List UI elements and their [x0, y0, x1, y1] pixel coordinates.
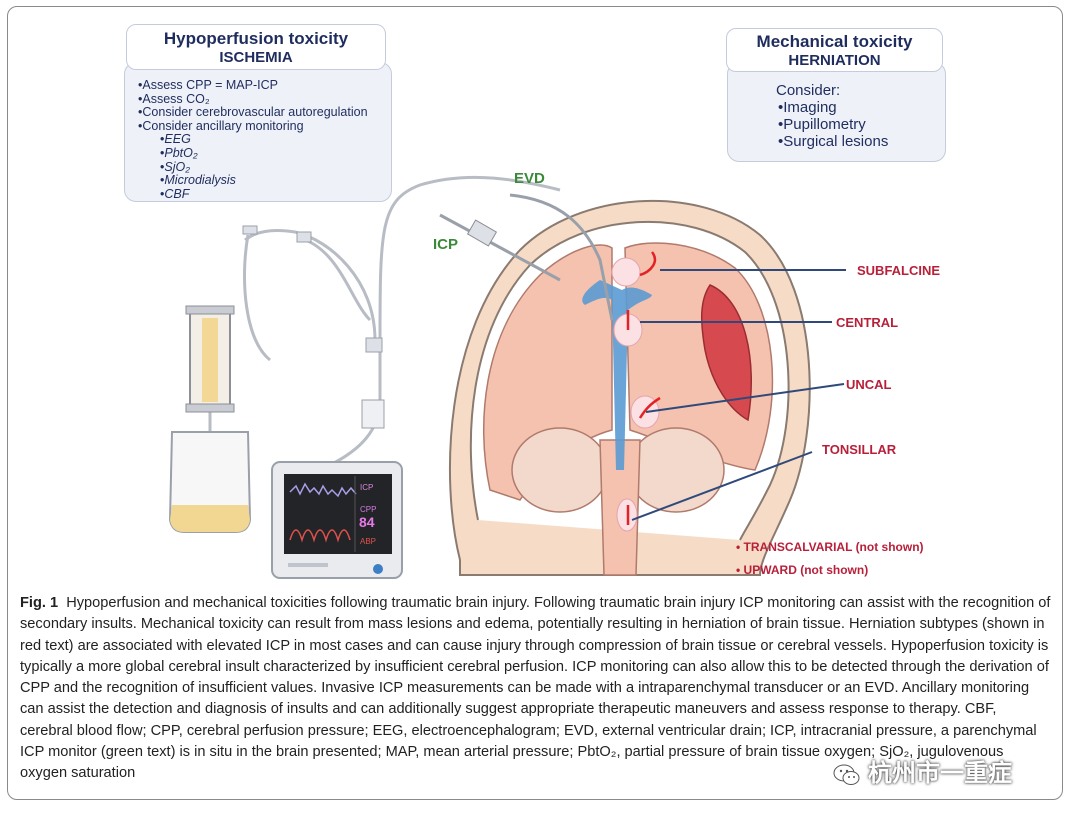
icp-probe [439, 213, 561, 282]
monitor-cpp-label: CPP [360, 505, 376, 514]
ischemia-header: Hypoperfusion toxicity ISCHEMIA [126, 24, 386, 70]
transcalvarial-note: (not shown) [855, 540, 924, 554]
monitor-icp-label: ICP [360, 483, 373, 492]
herniation-arrows [626, 251, 661, 525]
ischemia-item: Consider cerebrovascular autoregulation [138, 106, 388, 120]
ischemia-list: Assess CPP = MAP-ICP Assess CO₂ Consider… [138, 78, 388, 202]
upward-label: UPWARD [743, 563, 797, 577]
icp-label: ICP [433, 236, 459, 253]
figure-label: Fig. 1 [20, 595, 59, 611]
herniation-consider: Consider: [776, 82, 841, 99]
head-cross-section [448, 199, 811, 576]
monitor-abp-label: ABP [360, 537, 376, 546]
ischemia-title: Hypoperfusion toxicity [163, 29, 349, 48]
callout-lines [631, 269, 846, 521]
herniation-title: Mechanical toxicity [756, 32, 913, 51]
transcalvarial-item: • TRANSCALVARIAL (not shown) [736, 540, 924, 554]
watermark: 杭州市一重症 [832, 756, 1052, 792]
tonsillar-label: TONSILLAR [822, 442, 897, 457]
herniation-subtitle: HERNIATION [788, 52, 881, 69]
drainage-bag [168, 431, 252, 533]
watermark-text: 杭州市一重症 [868, 760, 1012, 787]
transcalvarial-label: TRANSCALVARIAL [743, 540, 853, 554]
evd-label: EVD [514, 170, 545, 187]
herniation-item: Surgical lesions [776, 133, 936, 150]
ischemia-subitem: PbtO₂ [138, 146, 388, 161]
figure-caption: Fig. 1 Hypoperfusion and mechanical toxi… [20, 593, 1052, 785]
ischemia-item: Assess CPP = MAP-ICP [138, 78, 388, 93]
ischemia-item: Consider ancillary monitoring [138, 119, 388, 134]
ischemia-item: Assess CO₂ [138, 92, 388, 107]
ischemia-subitem: Microdialysis [138, 174, 388, 188]
herniation-item: Pupillometry [776, 116, 936, 133]
herniation-item: Imaging [776, 99, 936, 116]
wechat-icon [832, 760, 862, 790]
ischemia-subitem: EEG [138, 133, 388, 147]
herniation-list: Consider: Imaging Pupillometry Surgical … [776, 82, 936, 150]
drip-chamber [185, 305, 235, 413]
uncal-label: UNCAL [846, 377, 892, 392]
patient-monitor [271, 461, 403, 579]
herniation-header: Mechanical toxicity HERNIATION [726, 28, 943, 72]
upward-item: • UPWARD (not shown) [736, 563, 869, 577]
stopcocks [242, 225, 385, 429]
caption-text: Hypoperfusion and mechanical toxicities … [20, 595, 1051, 782]
evd-catheter [509, 193, 614, 321]
ischemia-subtitle: ISCHEMIA [219, 49, 293, 66]
ischemia-subitem: CBF [138, 187, 388, 202]
subfalcine-label: SUBFALCINE [857, 263, 941, 278]
ischemia-subitem: SjO₂ [138, 160, 388, 175]
monitor-cpp-value: 84 [359, 514, 375, 530]
upward-note: (not shown) [800, 563, 869, 577]
central-label: CENTRAL [836, 315, 899, 330]
